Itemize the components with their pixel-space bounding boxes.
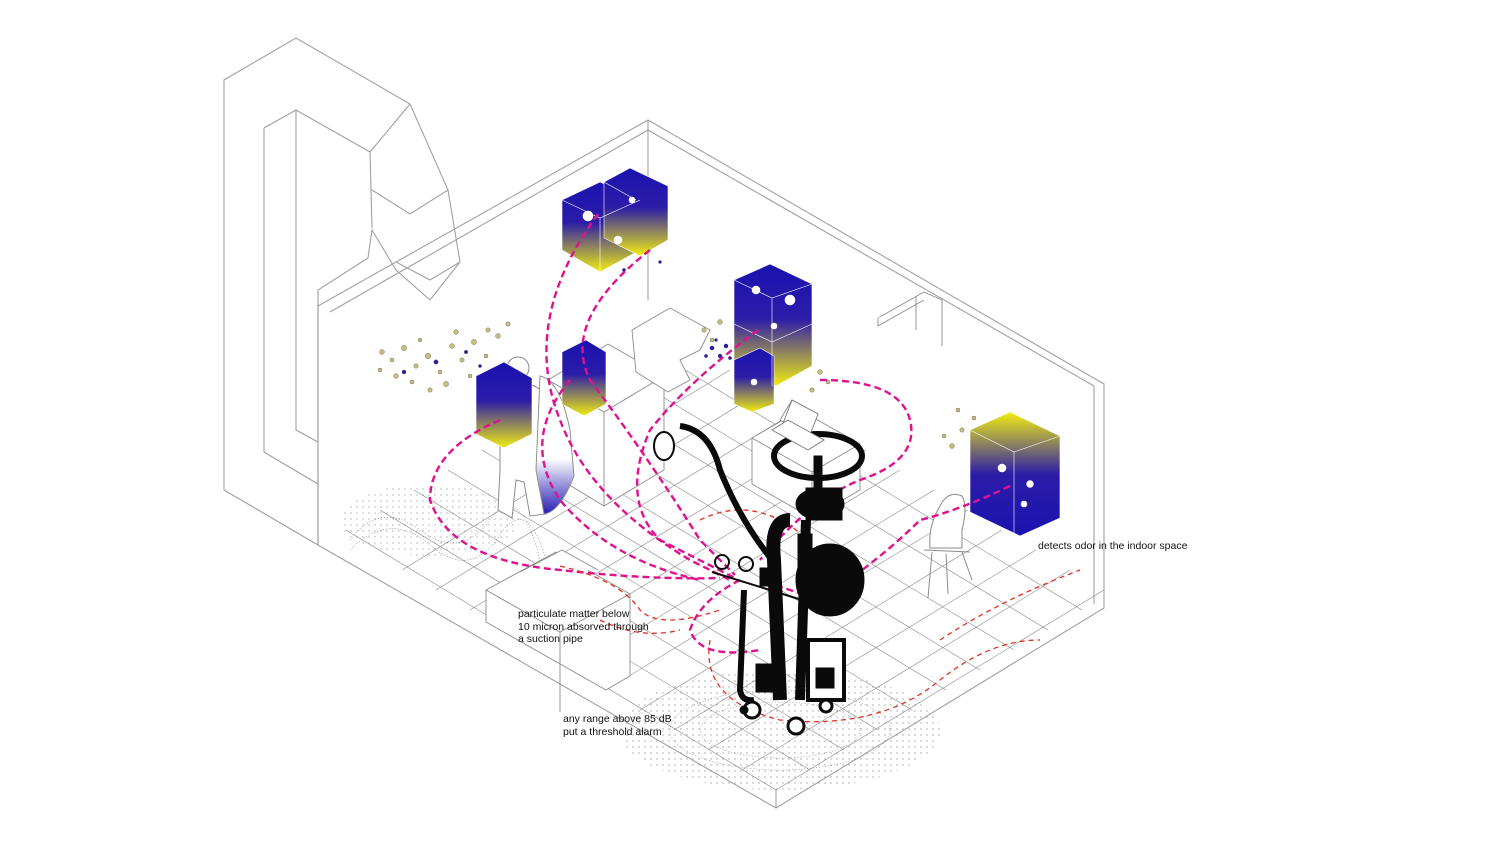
sensor-cluster-3 [475, 339, 607, 449]
air-purifier-machine [653, 423, 865, 736]
noise-annotation: any range above 85 dB put a threshold al… [563, 713, 672, 738]
room-outline [317, 119, 1105, 809]
particle-cluster [377, 319, 983, 449]
particulate-annotation: particulate matter below 10 micron absor… [518, 608, 649, 646]
noise-annotation-line-2: put a threshold alarm [563, 725, 662, 738]
particulate-annotation-line-3: a suction pipe [518, 633, 583, 645]
particulate-annotation-line-1: particulate matter below [518, 608, 630, 620]
odor-annotation-line-1: detects odor in the indoor space [1038, 540, 1188, 552]
exhaust-duct [223, 37, 461, 546]
particulate-annotation-line-2: 10 micron absorved through [518, 620, 649, 633]
laptop [771, 399, 825, 451]
noise-field [340, 484, 940, 790]
sensor-cluster-1 [561, 167, 669, 273]
sensor-cluster-4 [969, 411, 1061, 537]
noise-annotation-line-1: any range above 85 dB [563, 713, 672, 725]
sensor-cluster-2 [733, 263, 813, 413]
odor-annotation: detects odor in the indoor space [1038, 540, 1187, 553]
chair [923, 493, 973, 599]
